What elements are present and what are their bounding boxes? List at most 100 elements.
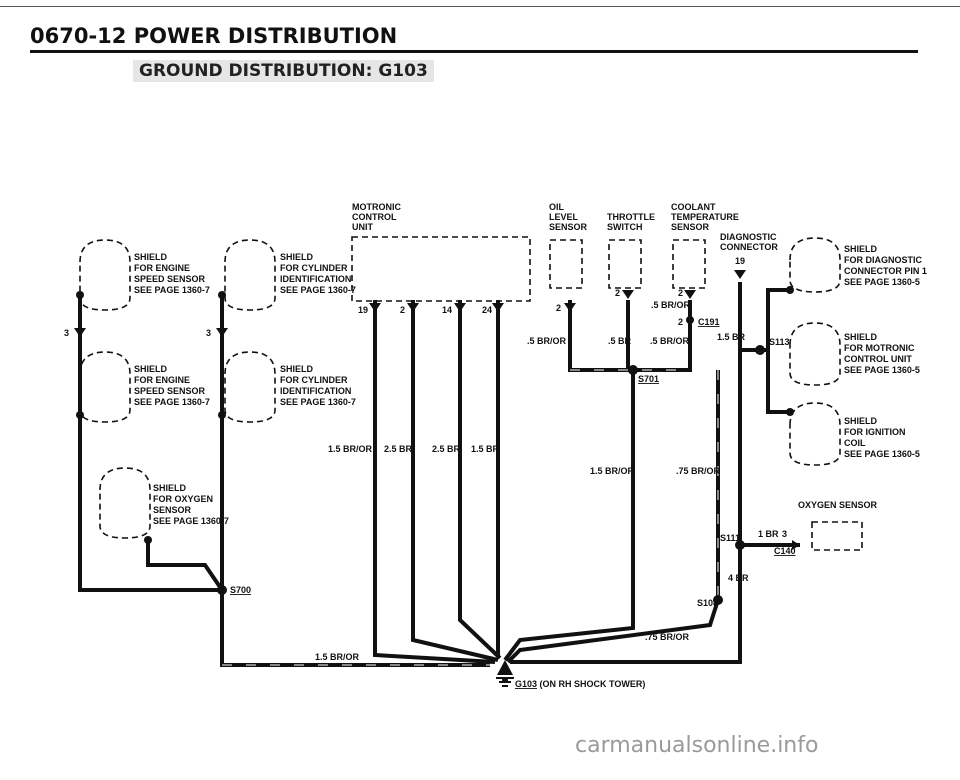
connector-label-c140: C140 [774, 546, 796, 556]
coolant-label-1: COOLANT [671, 202, 716, 212]
wire-label-w3: .5 BR [608, 336, 632, 346]
shield-outline-8 [789, 402, 841, 466]
wire-label-w10: 1.5 BR/OR [590, 466, 635, 476]
ground-id: G103 [515, 679, 537, 689]
shield3-l1: SHIELD [134, 364, 168, 374]
splice-s111 [735, 540, 745, 550]
connector-label-c191: C191 [698, 317, 720, 327]
oil-label-2: LEVEL [549, 212, 579, 222]
coolant-pin-2: 2 [678, 288, 683, 298]
wire-label-w4: .5 BR/OR [650, 336, 690, 346]
pin-2: 2 [400, 305, 405, 315]
shield2-l3: IDENTIFICATION [280, 274, 351, 284]
splice-s108 [713, 595, 723, 605]
ground-label: G103 (ON RH SHOCK TOWER) [515, 679, 645, 689]
ground-location: (ON RH SHOCK TOWER) [537, 679, 645, 689]
shield1-l4: SEE PAGE 1360-7 [134, 285, 210, 295]
throttle-label-1: THROTTLE [607, 212, 655, 222]
shield2-l4: SEE PAGE 1360-7 [280, 285, 356, 295]
shield5-l1: SHIELD [153, 483, 187, 493]
motronic-label-3: UNIT [352, 222, 373, 232]
shield4-l3: IDENTIFICATION [280, 386, 351, 396]
shield8-l3: COIL [844, 438, 866, 448]
splice-s113 [755, 345, 765, 355]
pin-24: 24 [482, 305, 492, 315]
wire-label-w13: 4 BR [728, 573, 749, 583]
diag-label-1: DIAGNOSTIC [720, 232, 777, 242]
shield2-l2: FOR CYLINDER [280, 263, 348, 273]
wire-label-w1: .5 BR/OR [651, 300, 691, 310]
wire-label-w12: 1 BR [758, 529, 779, 539]
splice-label-s111: S111 [720, 533, 740, 543]
diag-pin-19: 19 [735, 256, 745, 266]
connector-c191 [686, 316, 694, 324]
shield-outline-4 [224, 351, 276, 423]
coolant-label-2: TEMPERATURE [671, 212, 739, 222]
top-rule [0, 6, 960, 7]
wire-label-w15: 1.5 BR/OR [315, 652, 360, 662]
wire-label-w8: 2.5 BR [432, 444, 461, 454]
splice-s700 [217, 585, 227, 595]
shield5-l3: SENSOR [153, 505, 192, 515]
splice-label-s700: S700 [230, 585, 251, 595]
shield7-l1: SHIELD [844, 332, 878, 342]
c191-pin-2: 2 [678, 317, 683, 327]
shield-outline-3 [79, 351, 131, 423]
motronic-box [351, 236, 531, 302]
shield-outline-7 [789, 322, 841, 386]
shield4-l2: FOR CYLINDER [280, 375, 348, 385]
throttle-switch-box [608, 239, 642, 289]
oxygen-pin-3: 3 [782, 529, 787, 539]
motronic-label-1: MOTRONIC [352, 202, 401, 212]
splice-s701 [628, 365, 638, 375]
wire-label-w14: .75 BR/OR [645, 632, 690, 642]
shield2-l1: SHIELD [280, 252, 314, 262]
shield1-l2: FOR ENGINE [134, 263, 190, 273]
shield-outline-6 [789, 237, 841, 293]
title-rule [30, 50, 918, 53]
shield1-l1: SHIELD [134, 252, 168, 262]
pin-19: 19 [358, 305, 368, 315]
splice-label-s113: S113 [769, 337, 790, 347]
shield3-l3: SPEED SENSOR [134, 386, 206, 396]
pin-3b: 3 [206, 328, 211, 338]
shield6-l4: SEE PAGE 1360-5 [844, 277, 920, 287]
ground-icon [502, 677, 508, 683]
oil-sensor-box [549, 239, 583, 289]
wire-label-w6: 1.5 BR/OR [328, 444, 373, 454]
oxygen-sensor-label: OXYGEN SENSOR [798, 500, 878, 510]
shield-outline-5 [99, 467, 151, 539]
shield6-l1: SHIELD [844, 244, 878, 254]
diag-label-2: CONNECTOR [720, 242, 778, 252]
pin-14: 14 [442, 305, 452, 315]
shield8-l1: SHIELD [844, 416, 878, 426]
wire-label-w9: 1.5 BR [471, 444, 500, 454]
oil-pin-2: 2 [556, 303, 561, 313]
shield5-l4: SEE PAGE 1360-7 [153, 516, 229, 526]
wire-label-w7: 2.5 BR [384, 444, 413, 454]
shield7-l4: SEE PAGE 1360-5 [844, 365, 920, 375]
splice-label-s108: S108 [697, 598, 718, 608]
coolant-sensor-box [672, 239, 706, 289]
shield1-l3: SPEED SENSOR [134, 274, 206, 284]
wire-label-w11: .75 BR/OR [676, 466, 721, 476]
watermark: carmanualsonline.info [575, 733, 818, 758]
shield3-l4: SEE PAGE 1360-7 [134, 397, 210, 407]
oil-label-3: SENSOR [549, 222, 588, 232]
page-subtitle: GROUND DISTRIBUTION: G103 [133, 60, 434, 82]
oxygen-sensor-box [811, 521, 863, 551]
shield8-l2: FOR IGNITION [844, 427, 906, 437]
splice-label-s701: S701 [638, 374, 659, 384]
throttle-label-2: SWITCH [607, 222, 643, 232]
shield8-l4: SEE PAGE 1360-5 [844, 449, 920, 459]
shield3-l2: FOR ENGINE [134, 375, 190, 385]
wire-label-w2: .5 BR/OR [527, 336, 567, 346]
shield7-l3: CONTROL UNIT [844, 354, 912, 364]
shield6-l2: FOR DIAGNOSTIC [844, 255, 922, 265]
throttle-pin-2: 2 [615, 288, 620, 298]
shield6-l3: CONNECTOR PIN 1 [844, 266, 927, 276]
coolant-label-3: SENSOR [671, 222, 710, 232]
shield-outline-1 [79, 239, 131, 311]
